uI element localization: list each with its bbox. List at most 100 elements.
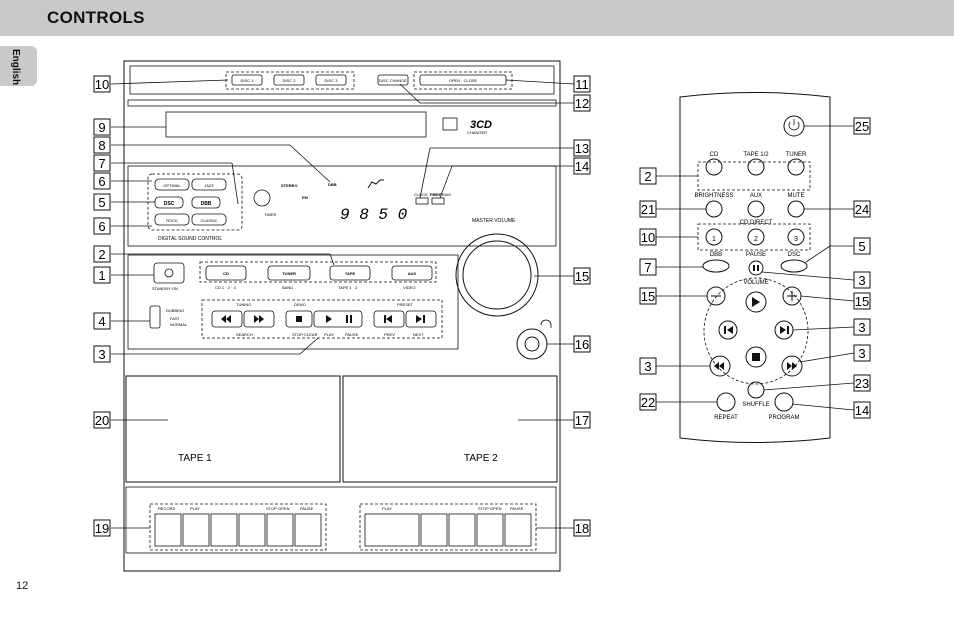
tape-source-button[interactable]: TAPE bbox=[329, 265, 371, 281]
transport-group bbox=[201, 299, 443, 339]
callout-20: 20 bbox=[93, 411, 111, 429]
remote-mute-button[interactable] bbox=[787, 200, 805, 218]
callout-8: 8 bbox=[93, 136, 111, 154]
rock-button[interactable]: ROCK bbox=[154, 213, 190, 226]
remote-play-button[interactable] bbox=[745, 291, 767, 313]
svg-text:6: 6 bbox=[98, 174, 105, 189]
svg-text:20: 20 bbox=[95, 413, 109, 428]
remote-tape-button[interactable] bbox=[747, 158, 765, 176]
deck-2-keys[interactable] bbox=[364, 513, 532, 547]
remote-volume-up-button[interactable] bbox=[782, 286, 802, 306]
svg-text:17: 17 bbox=[575, 413, 589, 428]
deck-1-keys[interactable] bbox=[154, 513, 322, 547]
remote-stop-button[interactable] bbox=[745, 346, 767, 368]
remote-volume-down-button[interactable] bbox=[706, 286, 726, 306]
dubbing-switch[interactable] bbox=[149, 305, 161, 329]
disc-2-label: DISC 2 bbox=[283, 78, 297, 83]
remote-prev-button[interactable] bbox=[718, 320, 738, 340]
remote-rewind-button[interactable] bbox=[709, 355, 731, 377]
tuner-source-button[interactable]: TUNER bbox=[267, 265, 311, 281]
search-back-button[interactable] bbox=[211, 310, 243, 328]
next-button[interactable] bbox=[405, 310, 437, 328]
remote-aux-button[interactable] bbox=[747, 200, 765, 218]
svg-text:7: 7 bbox=[644, 260, 651, 275]
remote-pause-button[interactable] bbox=[748, 260, 764, 276]
disc-change-label: DISC CHANGE bbox=[379, 78, 407, 83]
remote-digit-1-button[interactable]: 1 bbox=[705, 228, 723, 246]
callout-1: 1 bbox=[93, 266, 111, 284]
page-number: 12 bbox=[16, 580, 29, 592]
dsc-button[interactable]: DSC bbox=[154, 196, 184, 209]
rewind-icon bbox=[221, 315, 231, 323]
remote-dsc-button[interactable] bbox=[780, 259, 808, 273]
optimal-button[interactable]: OPTIMAL bbox=[154, 178, 190, 191]
remote-repeat-button[interactable] bbox=[716, 392, 736, 412]
tape-1-label: TAPE 1 bbox=[178, 453, 212, 464]
source-group bbox=[199, 261, 437, 283]
remote-dbb-button[interactable] bbox=[702, 259, 730, 273]
headphone-jack[interactable] bbox=[524, 336, 540, 352]
callout-5: 5 bbox=[93, 193, 111, 211]
classic-label: CLASSIC bbox=[200, 218, 217, 223]
callout-2: 2 bbox=[93, 245, 111, 263]
play-icon bbox=[326, 315, 332, 323]
master-volume-outer bbox=[455, 233, 539, 317]
search-forward-button[interactable] bbox=[243, 310, 275, 328]
callout-6-top: 6 bbox=[93, 172, 111, 190]
svg-text:13: 13 bbox=[575, 141, 589, 156]
svg-text:23: 23 bbox=[855, 376, 869, 391]
remote-power-button[interactable] bbox=[783, 115, 805, 137]
aux-source-button[interactable]: AUX bbox=[391, 265, 433, 281]
master-volume-knob[interactable] bbox=[462, 240, 532, 310]
remote-cd-direct-label: CD DIRECT bbox=[740, 220, 773, 226]
cd-source-button[interactable]: CD bbox=[205, 265, 247, 281]
jazz-button[interactable]: JAZZ bbox=[191, 178, 227, 191]
language-label: English bbox=[10, 49, 21, 86]
frequency-display: 9 8 5 0 bbox=[340, 206, 408, 224]
standby-on-label: STANDBY·ON bbox=[152, 286, 178, 291]
play-label: PLAY bbox=[324, 332, 334, 337]
remote-callout-3-a: 3 bbox=[853, 271, 871, 289]
cd-tray bbox=[165, 111, 427, 138]
standby-on-button[interactable] bbox=[153, 262, 185, 284]
clock-timer-button[interactable] bbox=[415, 197, 429, 205]
3cd-logo: 3CD bbox=[470, 119, 492, 131]
remote-digit-3-button[interactable]: 3 bbox=[787, 228, 805, 246]
remote-callout-21: 21 bbox=[639, 200, 657, 218]
prev-button[interactable] bbox=[373, 310, 405, 328]
deck-1-stop-open-label: STOP·OPEN bbox=[266, 506, 290, 511]
tape-2-label: TAPE 2 bbox=[464, 453, 498, 464]
program-button[interactable] bbox=[431, 197, 445, 205]
remote-mute-label: MUTE bbox=[788, 193, 805, 199]
disc-2-button[interactable]: DISC 2 bbox=[273, 74, 305, 86]
svg-text:22: 22 bbox=[641, 395, 655, 410]
remote-tape-label: TAPE 1/2 bbox=[743, 152, 769, 158]
remote-tuner-button[interactable] bbox=[787, 158, 805, 176]
open-close-button[interactable]: OPEN · CLOSE bbox=[419, 74, 507, 86]
remote-cd-button[interactable] bbox=[705, 158, 723, 176]
deck-2-stop-open-label: STOP·OPEN bbox=[478, 506, 502, 511]
disc-change-button[interactable]: DISC CHANGE bbox=[377, 74, 409, 86]
classic-button[interactable]: CLASSIC bbox=[191, 213, 227, 226]
headphone-jack-ring bbox=[516, 328, 548, 360]
fast-forward-icon bbox=[254, 315, 264, 323]
play-pause-button[interactable] bbox=[313, 310, 363, 328]
fast-forward-icon bbox=[787, 362, 797, 370]
remote-program-button[interactable] bbox=[774, 392, 794, 412]
callout-14: 14 bbox=[573, 157, 591, 175]
stop-button[interactable] bbox=[285, 310, 313, 328]
remote-tuner-label: TUNER bbox=[786, 152, 807, 158]
normal-label: NORMAL bbox=[170, 322, 188, 327]
remote-digit-2-button[interactable]: 2 bbox=[747, 228, 765, 246]
level-meter-icon bbox=[367, 179, 384, 189]
svg-text:1: 1 bbox=[98, 268, 105, 283]
disc-3-button[interactable]: DISC 3 bbox=[315, 74, 347, 86]
remote-forward-button[interactable] bbox=[781, 355, 803, 377]
callout-9: 9 bbox=[93, 118, 111, 136]
remote-next-button[interactable] bbox=[774, 320, 794, 340]
callout-6-bottom: 6 bbox=[93, 217, 111, 235]
remote-brightness-button[interactable] bbox=[705, 200, 723, 218]
dbb-button[interactable]: DBB bbox=[191, 196, 221, 209]
remote-volume-label: VOLUME bbox=[743, 280, 768, 286]
disc-1-button[interactable]: DISC 1 bbox=[231, 74, 263, 86]
